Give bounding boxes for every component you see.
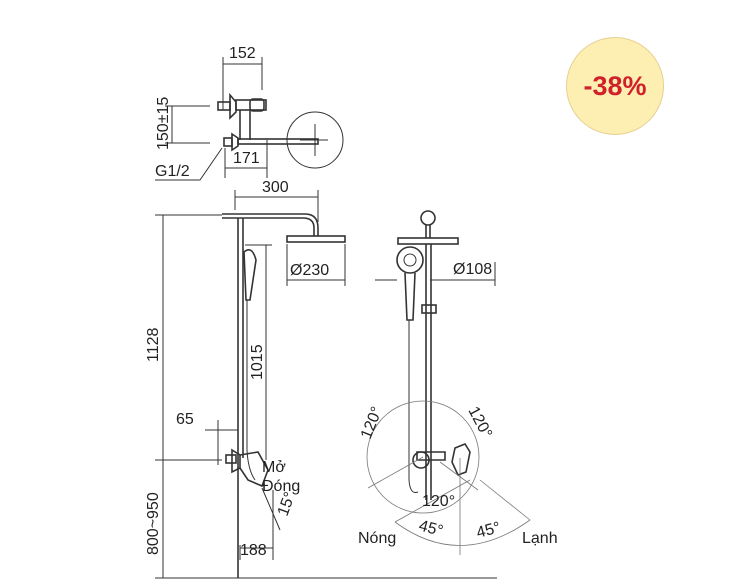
- top-view: 152 150±15 171 G1/2: [155, 45, 344, 181]
- side-view: 300 Ø230 1128 800~950 1015 65 188 Mở Đón…: [145, 179, 346, 579]
- dim-150: 150±15: [155, 97, 172, 150]
- dim-800-950: 800~950: [145, 492, 162, 555]
- angle-cold: 45°: [475, 519, 503, 542]
- dim-1128: 1128: [145, 327, 162, 362]
- dim-1015: 1015: [249, 344, 266, 380]
- front-view: Ø108 120° 120° 120° Nóng Lạnh 45° 45°: [358, 210, 558, 555]
- cold-label: Lạnh: [522, 530, 558, 547]
- discount-badge: -38%: [566, 37, 664, 135]
- dim-152: 152: [229, 45, 256, 62]
- dim-300: 300: [262, 179, 289, 196]
- angle-left: 120°: [358, 404, 386, 441]
- thread-label: G1/2: [155, 163, 190, 180]
- discount-text: -38%: [583, 70, 647, 101]
- close-label: Đóng: [262, 478, 300, 495]
- dim-108: Ø108: [453, 261, 492, 278]
- angle-hot: 45°: [417, 517, 445, 540]
- dim-188: 188: [240, 542, 267, 559]
- open-label: Mở: [262, 459, 286, 476]
- angle-right: 120°: [464, 404, 495, 441]
- dim-171: 171: [233, 150, 260, 167]
- angle-bottom: 120°: [422, 493, 455, 510]
- dim-65: 65: [176, 411, 194, 428]
- dim-230: Ø230: [290, 262, 329, 279]
- hot-label: Nóng: [358, 530, 396, 547]
